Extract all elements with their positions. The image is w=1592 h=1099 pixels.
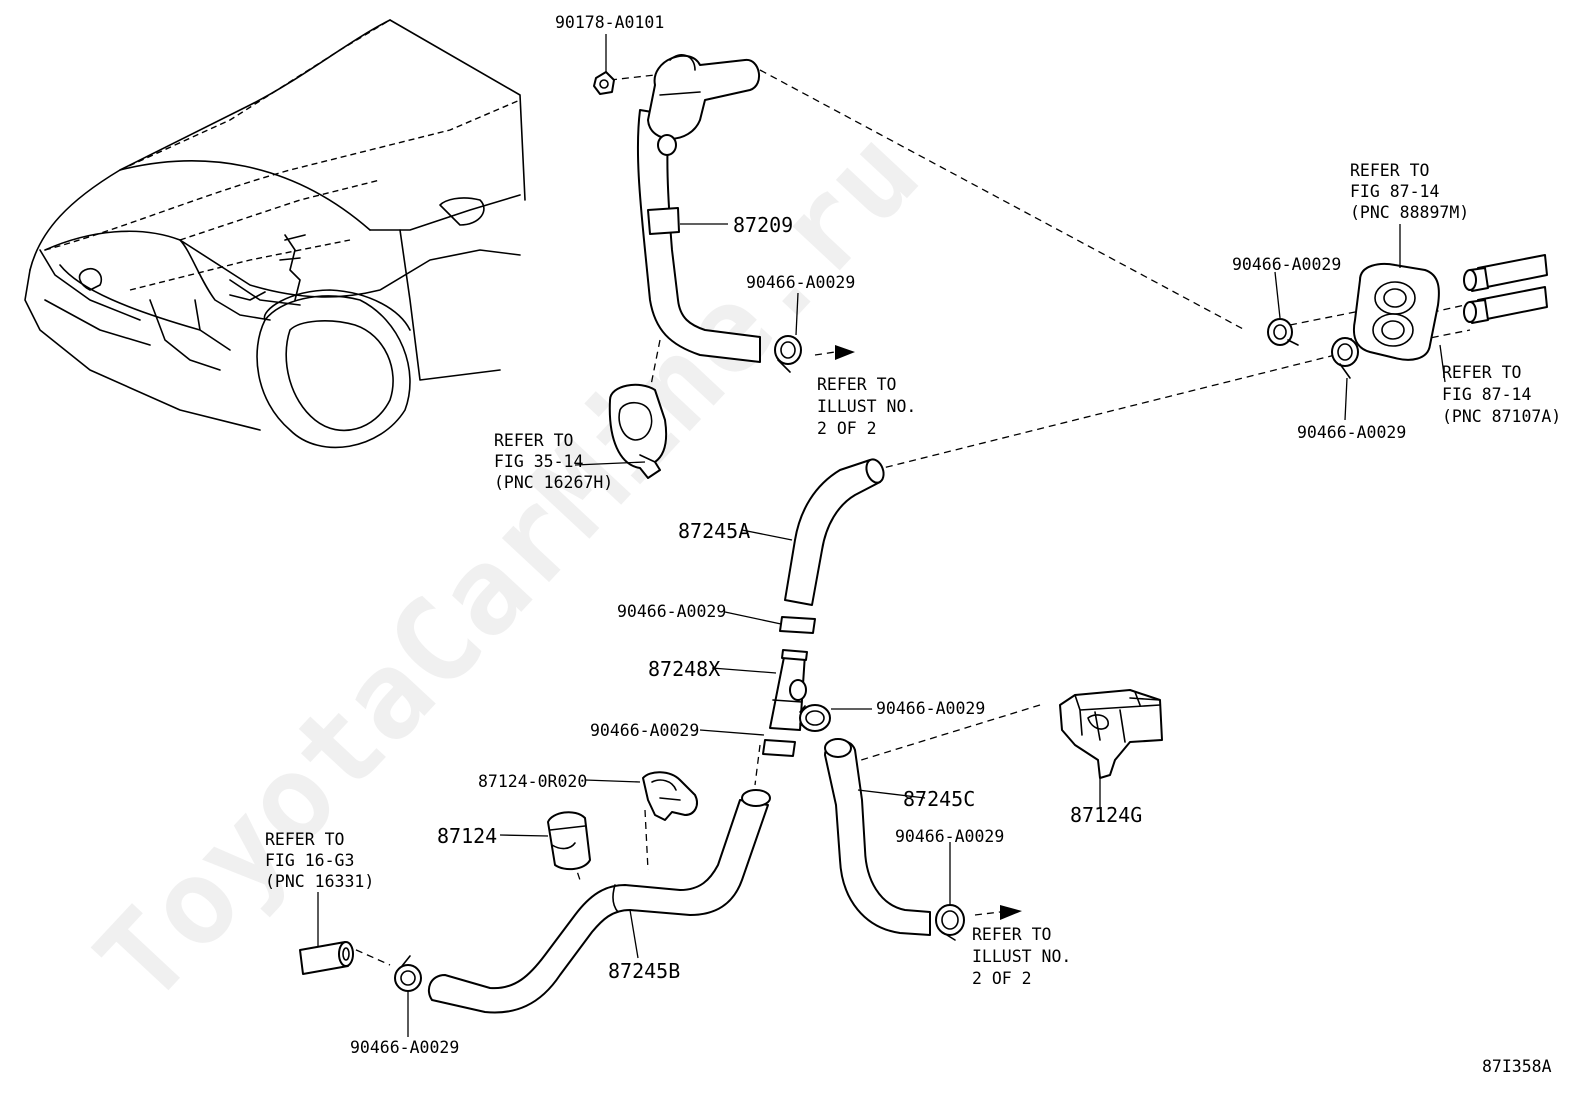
- label-87248X[interactable]: 87248X: [648, 657, 720, 681]
- arrow-upper: [814, 345, 855, 360]
- label-87245C[interactable]: 87245C: [903, 787, 975, 811]
- svg-text:FIG 16-G3: FIG 16-G3: [265, 851, 354, 870]
- label-87124[interactable]: 87124: [437, 824, 497, 848]
- clamp-e[interactable]: [394, 955, 422, 992]
- svg-text:ILLUST NO.: ILLUST NO.: [817, 397, 916, 416]
- clamp-right-bottom[interactable]: [1331, 337, 1359, 379]
- svg-text:REFER TO: REFER TO: [972, 925, 1051, 944]
- clamp-87124-0R020[interactable]: [642, 771, 698, 821]
- label-90466-A0029-a[interactable]: 90466-A0029: [617, 602, 726, 621]
- refer-illust-lower[interactable]: REFER TO ILLUST NO. 2 OF 2: [972, 925, 1071, 988]
- label-87245B[interactable]: 87245B: [608, 959, 680, 983]
- refer-fig-35-14[interactable]: REFER TO FIG 35-14 (PNC 16267H): [494, 431, 613, 492]
- hose-87245C[interactable]: [824, 738, 931, 936]
- refer-fig-16-g3[interactable]: REFER TO FIG 16-G3 (PNC 16331): [265, 830, 374, 891]
- svg-text:2 OF 2: 2 OF 2: [817, 419, 877, 438]
- svg-text:ILLUST NO.: ILLUST NO.: [972, 947, 1071, 966]
- svg-text:FIG 35-14: FIG 35-14: [494, 452, 583, 471]
- svg-text:REFER TO: REFER TO: [1442, 363, 1521, 382]
- svg-text:FIG 87-14: FIG 87-14: [1350, 182, 1439, 201]
- svg-text:FIG 87-14: FIG 87-14: [1442, 385, 1531, 404]
- vehicle-illustration: [24, 19, 526, 449]
- label-87124G[interactable]: 87124G: [1070, 803, 1142, 827]
- label-87124-0R020[interactable]: 87124-0R020: [478, 772, 587, 791]
- svg-text:REFER TO: REFER TO: [1350, 161, 1429, 180]
- grommet-88897M[interactable]: [1352, 262, 1440, 361]
- part-labels: 90178-A0101 87209 90466-A0029 90466-A002…: [350, 13, 1406, 1057]
- clamp-a[interactable]: [779, 616, 816, 634]
- figure-id: 87I358A: [1482, 1057, 1552, 1076]
- svg-text:REFER TO: REFER TO: [494, 431, 573, 450]
- refer-illust-upper[interactable]: REFER TO ILLUST NO. 2 OF 2: [817, 375, 916, 438]
- label-90178-A0101[interactable]: 90178-A0101: [555, 13, 664, 32]
- leader-lines: [317, 34, 1446, 1037]
- clip-87124[interactable]: [547, 811, 591, 871]
- hose-87245B[interactable]: [427, 789, 771, 1014]
- arrow-lower: [974, 905, 1022, 920]
- refer-fig-87-14-bottom[interactable]: REFER TO FIG 87-14 (PNC 87107A): [1442, 363, 1561, 426]
- label-90466-A0029-d[interactable]: 90466-A0029: [895, 827, 1004, 846]
- hose-87245A[interactable]: [784, 457, 887, 606]
- hose-87209[interactable]: [636, 54, 761, 363]
- label-90466-A0029-upper[interactable]: 90466-A0029: [746, 273, 855, 292]
- joint-87248X[interactable]: [769, 649, 808, 731]
- label-87209[interactable]: 87209: [733, 213, 793, 237]
- label-90466-A0029-right-top[interactable]: 90466-A0029: [1232, 255, 1341, 274]
- bracket-87124G[interactable]: [1059, 689, 1163, 779]
- clamp-c[interactable]: [762, 739, 796, 757]
- clamp-b[interactable]: [799, 704, 831, 732]
- clamp-upper[interactable]: [774, 335, 802, 373]
- valve-16267H[interactable]: [608, 383, 668, 479]
- clamp-right-top[interactable]: [1267, 318, 1299, 346]
- refer-fig-87-14-top[interactable]: REFER TO FIG 87-14 (PNC 88897M): [1350, 161, 1469, 222]
- label-90466-A0029-right-bottom[interactable]: 90466-A0029: [1297, 423, 1406, 442]
- pipe-87107A[interactable]: [1463, 254, 1548, 324]
- clip-90178-A0101[interactable]: [593, 71, 615, 95]
- pipe-16331[interactable]: [299, 941, 354, 975]
- clamp-d[interactable]: [935, 904, 965, 941]
- svg-text:(PNC 87107A): (PNC 87107A): [1442, 407, 1561, 426]
- label-87245A[interactable]: 87245A: [678, 519, 750, 543]
- label-90466-A0029-c[interactable]: 90466-A0029: [590, 721, 699, 740]
- label-90466-A0029-b[interactable]: 90466-A0029: [876, 699, 985, 718]
- label-90466-A0029-e[interactable]: 90466-A0029: [350, 1038, 459, 1057]
- svg-text:(PNC 16267H): (PNC 16267H): [494, 473, 613, 492]
- svg-text:2 OF 2: 2 OF 2: [972, 969, 1032, 988]
- svg-text:(PNC 88897M): (PNC 88897M): [1350, 203, 1469, 222]
- svg-text:REFER TO: REFER TO: [817, 375, 896, 394]
- svg-text:(PNC 16331): (PNC 16331): [265, 872, 374, 891]
- svg-text:REFER TO: REFER TO: [265, 830, 344, 849]
